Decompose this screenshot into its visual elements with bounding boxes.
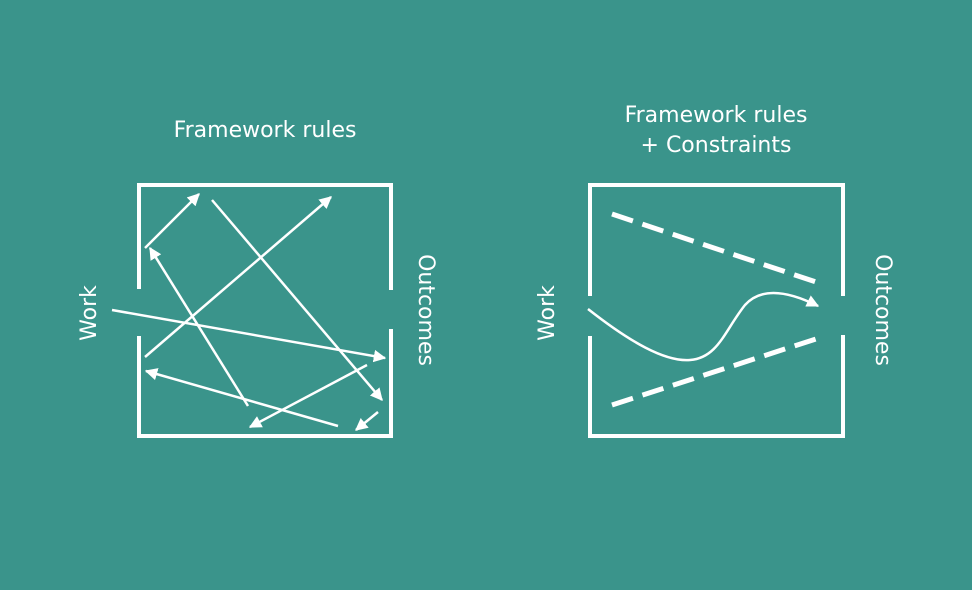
chaos-arrow-6 bbox=[248, 363, 368, 429]
right-box-lower-bracket bbox=[588, 335, 845, 438]
left-box-frame bbox=[137, 183, 393, 438]
chaos-arrow-5 bbox=[111, 308, 387, 363]
chaos-arrow-8 bbox=[355, 411, 379, 431]
upper-constraint-line bbox=[611, 211, 823, 287]
chaos-arrow-1 bbox=[144, 193, 200, 249]
left-box-upper-bracket bbox=[137, 183, 393, 290]
left-chaotic-arrows bbox=[111, 193, 387, 431]
right-box-frame bbox=[588, 183, 845, 438]
left-box-lower-bracket bbox=[137, 329, 393, 438]
right-constraint-lines bbox=[611, 211, 823, 408]
right-panel-title-line2: + Constraints bbox=[640, 133, 792, 158]
left-panel-title-text: Framework rules bbox=[173, 118, 357, 143]
chaos-arrow-7 bbox=[144, 368, 339, 428]
guided-flow-arrow bbox=[587, 291, 820, 362]
right-box-upper-bracket bbox=[588, 183, 845, 296]
chaos-arrow-3 bbox=[144, 196, 332, 358]
lower-constraint-line bbox=[611, 334, 823, 408]
chaos-arrow-4 bbox=[148, 246, 250, 407]
right-panel-title-line1: Framework rules bbox=[624, 103, 808, 128]
left-panel-title: Framework rules bbox=[105, 116, 425, 146]
chaos-arrow-2 bbox=[211, 199, 383, 401]
right-panel-title: Framework rules + Constraints bbox=[556, 101, 876, 161]
